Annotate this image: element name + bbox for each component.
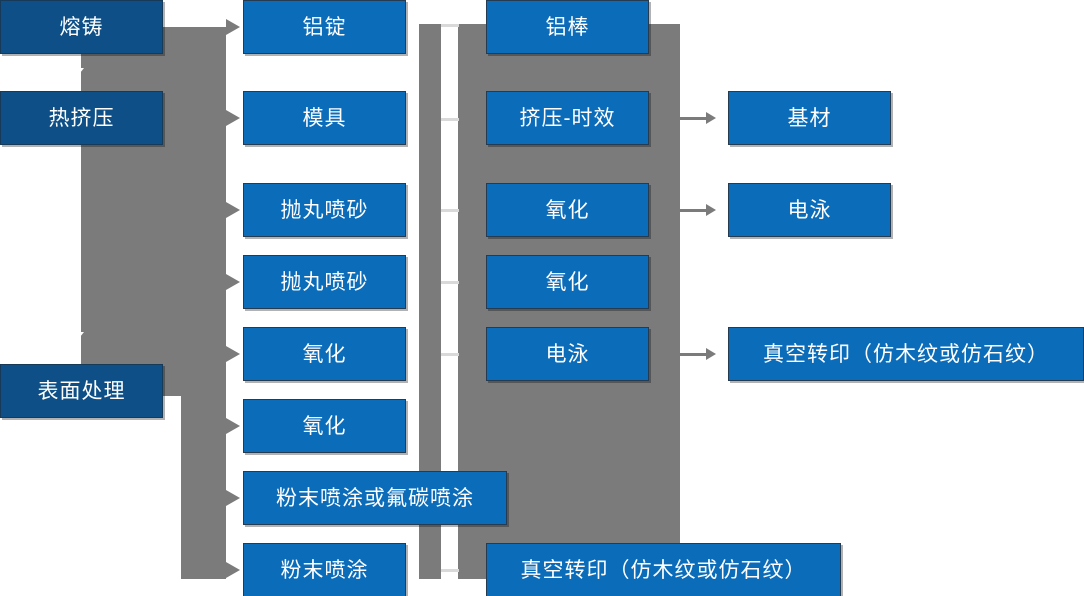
col3-oxidation-2[interactable]: 氧化 — [486, 255, 649, 309]
arrow-right-icon-c2-1 — [226, 19, 240, 35]
connector-band-mid-rail-a — [419, 24, 441, 579]
col2-shotblast-1-label: 抛丸喷砂 — [280, 198, 369, 222]
col3-oxidation-2-label: 氧化 — [545, 270, 590, 294]
col2-ingot[interactable]: 铝锭 — [243, 0, 406, 54]
col3-vacuum-transfer-label: 真空转印（仿木纹或仿石纹） — [520, 558, 807, 582]
arrow-right-icon-c2-4 — [226, 274, 240, 290]
arrow-right-icon-c4-1 — [706, 112, 716, 124]
col2-shotblast-2[interactable]: 抛丸喷砂 — [243, 255, 406, 309]
arrow-right-icon-c2-6 — [226, 418, 240, 434]
col2-ingot-label: 铝锭 — [302, 15, 347, 39]
col2-mold[interactable]: 模具 — [243, 91, 406, 145]
col2-shotblast-1[interactable]: 抛丸喷砂 — [243, 183, 406, 237]
stage-melting-label: 熔铸 — [59, 15, 104, 39]
col2-oxidation-2[interactable]: 氧化 — [243, 399, 406, 453]
stage-surface-treatment-label: 表面处理 — [37, 379, 126, 403]
col3-electrophoresis[interactable]: 电泳 — [486, 327, 649, 381]
col2-powder-coating[interactable]: 粉末喷涂 — [243, 543, 406, 596]
arrow-right-icon-c2-7 — [226, 490, 240, 506]
connector-tick-2 — [441, 118, 459, 121]
col4-electrophoresis-label: 电泳 — [787, 198, 832, 222]
col4-base-material[interactable]: 基材 — [728, 91, 891, 145]
col2-shotblast-2-label: 抛丸喷砂 — [280, 270, 369, 294]
col2-powder-or-pvdf[interactable]: 粉末喷涂或氟碳喷涂 — [243, 471, 507, 525]
down-flow-notch-2-icon — [68, 332, 84, 342]
col3-extrusion-aging[interactable]: 挤压-时效 — [486, 91, 649, 145]
col3-oxidation-1-label: 氧化 — [545, 198, 590, 222]
col2-oxidation-1[interactable]: 氧化 — [243, 327, 406, 381]
connector-tick-6 — [441, 569, 459, 572]
col4-vacuum-transfer-label: 真空转印（仿木纹或仿石纹） — [763, 342, 1049, 366]
connector-stub-surface-treatment — [163, 389, 188, 392]
stage-surface-treatment[interactable]: 表面处理 — [0, 364, 163, 418]
col2-mold-label: 模具 — [302, 106, 347, 130]
connector-band-left-spine — [181, 27, 226, 579]
arrow-right-icon-c4-2 — [706, 204, 716, 216]
arrow-right-icon-c2-5 — [226, 346, 240, 362]
arrow-right-icon-c4-3 — [706, 348, 716, 360]
down-flow-notch-icon — [68, 68, 84, 78]
stage-hot-extrusion-label: 热挤压 — [48, 106, 115, 130]
stage-hot-extrusion[interactable]: 热挤压 — [0, 91, 163, 145]
col2-powder-or-pvdf-label: 粉末喷涂或氟碳喷涂 — [276, 486, 474, 510]
col4-base-material-label: 基材 — [787, 106, 832, 130]
connector-tick-5 — [441, 353, 459, 356]
arrow-right-icon-c2-3 — [226, 202, 240, 218]
arrow-stem-c4-2 — [680, 209, 706, 212]
connector-tick-1 — [441, 24, 459, 27]
arrow-stem-c4-3 — [680, 353, 706, 356]
stage-melting[interactable]: 熔铸 — [0, 0, 163, 54]
connector-tick-3 — [441, 209, 459, 212]
col4-vacuum-transfer[interactable]: 真空转印（仿木纹或仿石纹） — [728, 327, 1084, 381]
col4-electrophoresis[interactable]: 电泳 — [728, 183, 891, 237]
col2-powder-coating-label: 粉末喷涂 — [280, 558, 369, 582]
col3-extrusion-aging-label: 挤压-时效 — [519, 106, 616, 130]
col3-vacuum-transfer[interactable]: 真空转印（仿木纹或仿石纹） — [486, 543, 841, 596]
col3-oxidation-1[interactable]: 氧化 — [486, 183, 649, 237]
arrow-stem-c4-1 — [680, 117, 706, 120]
col2-oxidation-2-label: 氧化 — [302, 414, 347, 438]
arrow-right-icon-c2-2 — [226, 110, 240, 126]
col3-aluminum-bar[interactable]: 铝棒 — [486, 0, 649, 54]
connector-tick-4 — [441, 281, 459, 284]
connector-band-left-vertical — [81, 27, 181, 372]
col3-electrophoresis-label: 电泳 — [545, 342, 590, 366]
col3-aluminum-bar-label: 铝棒 — [545, 15, 590, 39]
col2-oxidation-1-label: 氧化 — [302, 342, 347, 366]
arrow-right-icon-c2-8 — [226, 562, 240, 578]
